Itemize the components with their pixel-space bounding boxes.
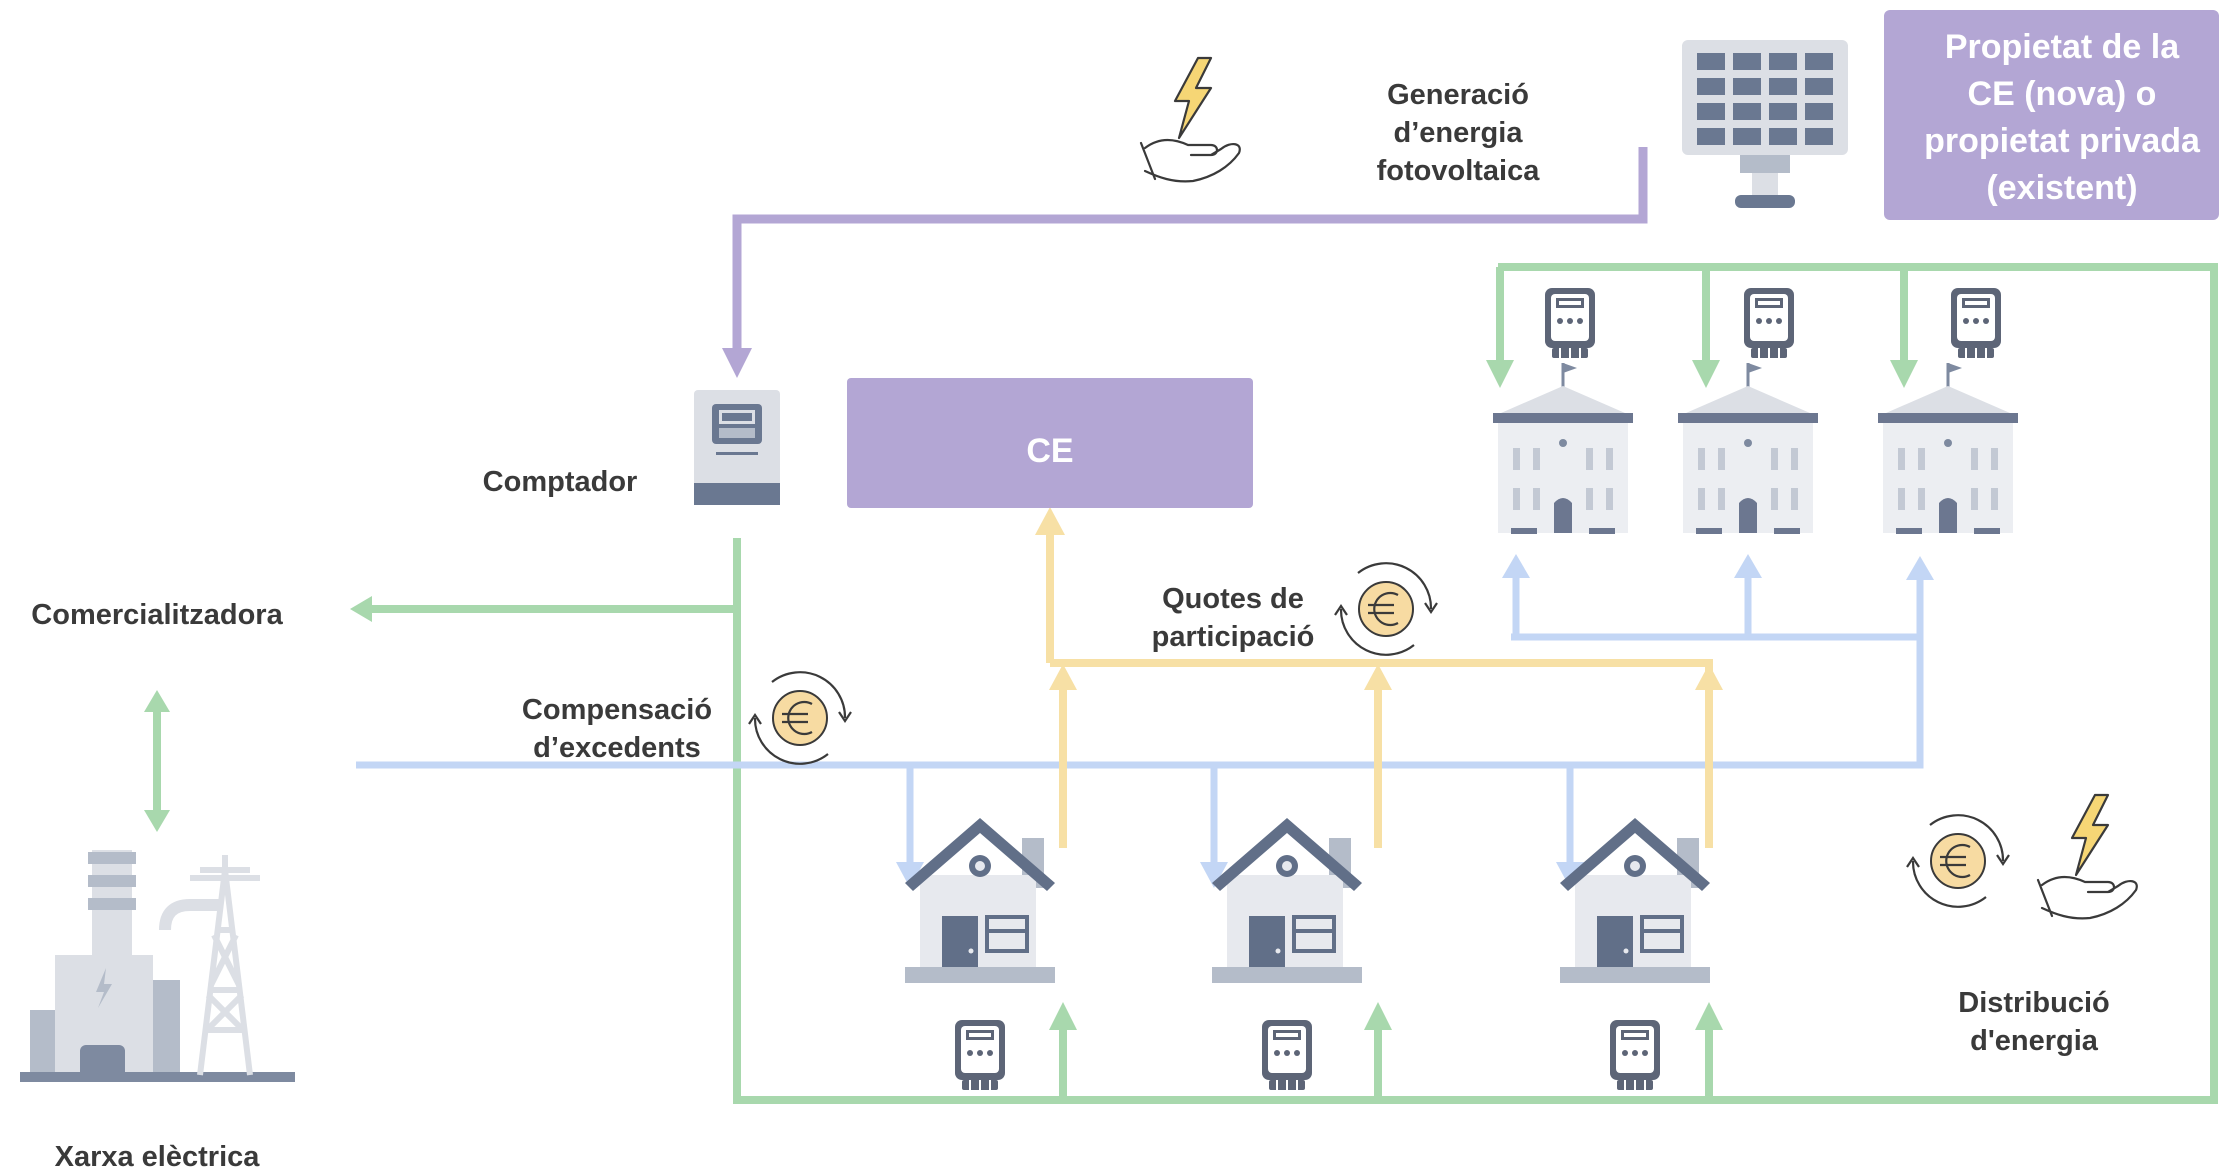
participation-fees-label-line: Quotes de [1162, 583, 1304, 615]
surplus-compensation-label-line: d’excedents [533, 732, 701, 764]
ownership-label: Propietat de la CE (nova) o propietat priv… [1924, 28, 2201, 207]
house-icon [1560, 818, 1710, 983]
solar-panel-icon [1682, 40, 1848, 208]
public-building-icon [1876, 361, 2020, 536]
ownership-label-line: CE (nova) o [1968, 75, 2157, 113]
small-meter-icon [1950, 287, 2002, 359]
small-meter-icon [954, 1019, 1006, 1091]
house-icon [1212, 818, 1362, 983]
surplus-compensation-label: Compensació d’excedents [522, 694, 712, 764]
surplus-compensation-label-line: Compensació [522, 694, 712, 726]
generation-label: Generació d’energia fotovoltaica [1377, 79, 1541, 187]
ce-box: CE [847, 378, 1253, 508]
distribution-network-arrowheads [144, 360, 1918, 1030]
house-icon [905, 818, 1055, 983]
ownership-box: Propietat de la CE (nova) o propietat priv… [1884, 10, 2219, 220]
euro-cycle-icon [1333, 562, 1439, 656]
participation-fees-label: Quotes de participació [1152, 583, 1315, 653]
generation-flow-line [722, 147, 1648, 378]
energy-distribution-label-line: d'energia [1970, 1025, 2099, 1057]
retailer-label: Comercialitzadora [31, 599, 283, 631]
distribution-network-lines [153, 263, 2218, 1104]
participation-fees-label-line: participació [1152, 621, 1315, 653]
ownership-label-line: propietat privada [1924, 122, 2201, 160]
power-plant-icon [20, 850, 295, 1082]
generation-label-line: Generació [1387, 79, 1529, 111]
generation-label-line: d’energia [1394, 117, 1524, 149]
energy-distribution-label-line: Distribució [1958, 987, 2109, 1019]
hand-lightning-icon [1139, 56, 1241, 183]
ownership-label-line: Propietat de la [1945, 28, 2180, 66]
small-meter-icon [1743, 287, 1795, 359]
public-building-icon [1676, 361, 1820, 536]
ownership-label-line: (existent) [1986, 169, 2137, 207]
small-meter-icon [1544, 287, 1596, 359]
generation-label-line: fotovoltaica [1377, 155, 1541, 187]
fees-flow-arrowheads [1035, 507, 1723, 690]
electric-meter-icon [694, 390, 780, 505]
ce-label: CE [1026, 432, 1073, 470]
public-building-icon [1491, 361, 1635, 536]
small-meter-icon [1609, 1019, 1661, 1091]
small-meter-icon [1261, 1019, 1313, 1091]
euro-cycle-icon [747, 671, 853, 765]
surplus-flow-lines [356, 572, 1924, 865]
meter-label: Comptador [483, 466, 638, 498]
energy-distribution-label: Distribució d'energia [1958, 987, 2109, 1057]
hand-lightning-icon [2036, 793, 2138, 920]
euro-cycle-icon [1905, 814, 2011, 908]
grid-label: Xarxa elèctrica [55, 1141, 261, 1171]
